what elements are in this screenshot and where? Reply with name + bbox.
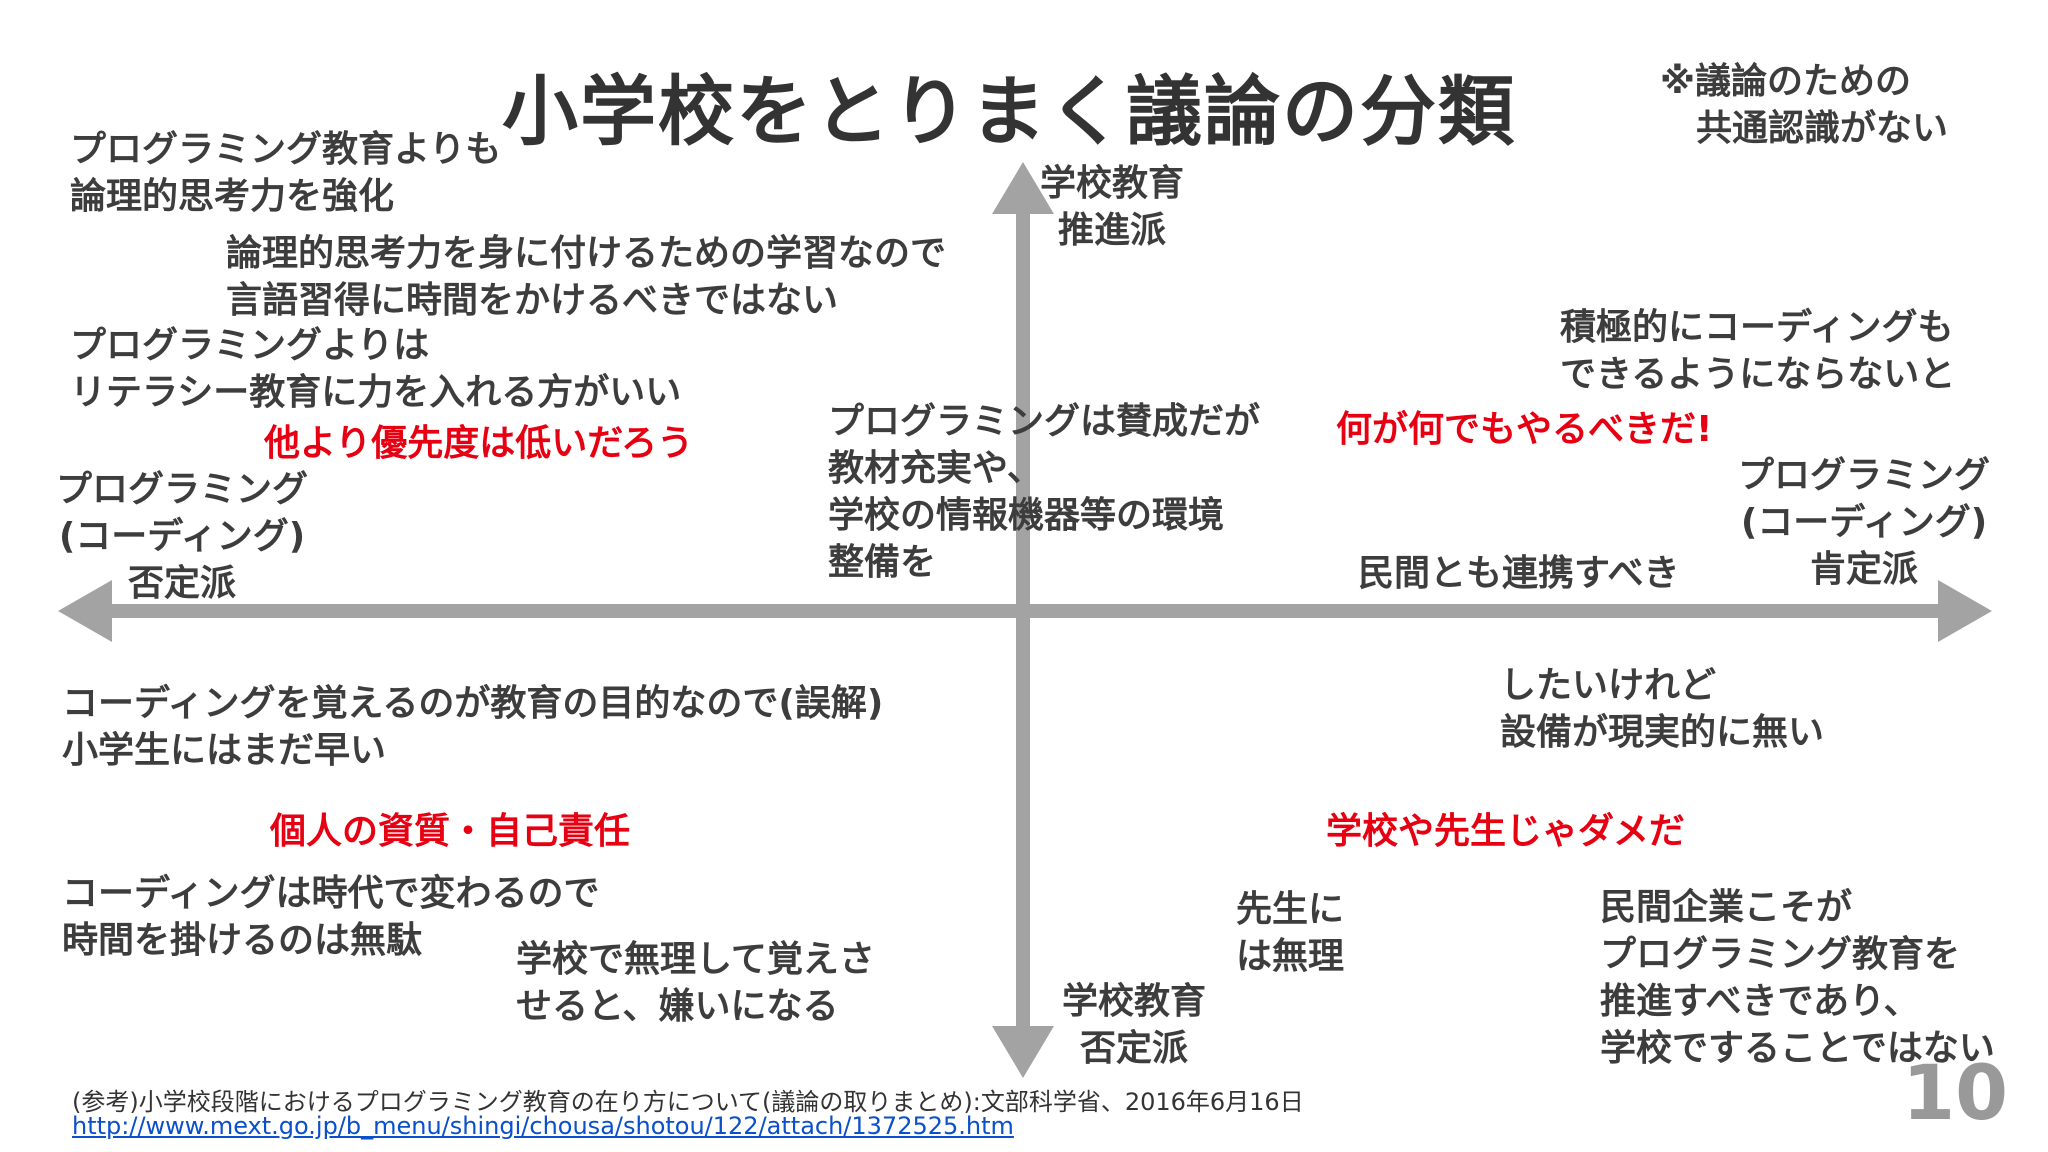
vertical-axis xyxy=(1016,210,1030,1030)
top-left-item-3: プログラミングよりは リテラシー教育に力を入れる方がいい xyxy=(70,325,682,413)
reference-footnote: (参考)小学校段階におけるプログラミング教育の在り方について(議論の取りまとめ)… xyxy=(72,1088,1304,1116)
top-right-item-2: 民間とも連携すべき xyxy=(1358,553,1680,594)
bottom-left-item-2: コーディングは時代で変わるので 時間を掛けるのは無駄 xyxy=(62,873,600,961)
bottom-left-highlight: 個人の資質・自己責任 xyxy=(270,811,631,852)
bottom-right-item-3: 民間企業こそが プログラミング教育を 推進すべきであり、 学校ですることではない xyxy=(1600,887,1995,1069)
right-arrowhead xyxy=(1938,580,1992,642)
axis-label-top: 学校教育 推進派 xyxy=(1040,163,1185,251)
bottom-right-highlight: 学校や先生じゃダメだ xyxy=(1326,811,1685,852)
note-text: ※議論のための 共通認識がない xyxy=(1660,61,1949,149)
left-arrowhead xyxy=(58,580,112,642)
top-right-highlight: 何が何でもやるべきだ! xyxy=(1336,409,1713,450)
axis-label-bottom: 学校教育 否定派 xyxy=(1062,981,1207,1069)
top-center-item: プログラミングは賛成だが 教材充実や、 学校の情報機器等の環境 整備を xyxy=(828,401,1261,583)
top-arrowhead xyxy=(992,162,1054,214)
top-left-highlight: 他より優先度は低いだろう xyxy=(264,423,694,464)
top-right-item-1: 積極的にコーディングも できるようにならないと xyxy=(1560,307,1956,395)
reference-link[interactable]: http://www.mext.go.jp/b_menu/shingi/chou… xyxy=(72,1112,1014,1140)
bottom-left-item-3: 学校で無理して覚えさ せると、嫌いになる xyxy=(516,939,875,1027)
axis-label-right: プログラミング (コーディング) 肯定派 xyxy=(1738,455,1991,590)
bottom-right-item-1: したいけれど 設備が現実的に無い xyxy=(1500,665,1825,753)
bottom-arrowhead xyxy=(992,1026,1054,1078)
top-left-item-2: 論理的思考力を身に付けるための学習なので 言語習得に時間をかけるべきではない xyxy=(226,233,947,321)
axis-label-left: プログラミング (コーディング) 否定派 xyxy=(56,469,309,604)
page-number: 10 xyxy=(1902,1048,2008,1137)
top-left-item-1: プログラミング教育よりも 論理的思考力を強化 xyxy=(70,129,502,217)
page-title: 小学校をとりまく議論の分類 xyxy=(502,67,1516,156)
bottom-left-item-1: コーディングを覚えるのが教育の目的なので(誤解) 小学生にはまだ早い xyxy=(62,683,884,771)
bottom-right-item-2: 先生に は無理 xyxy=(1236,889,1345,977)
